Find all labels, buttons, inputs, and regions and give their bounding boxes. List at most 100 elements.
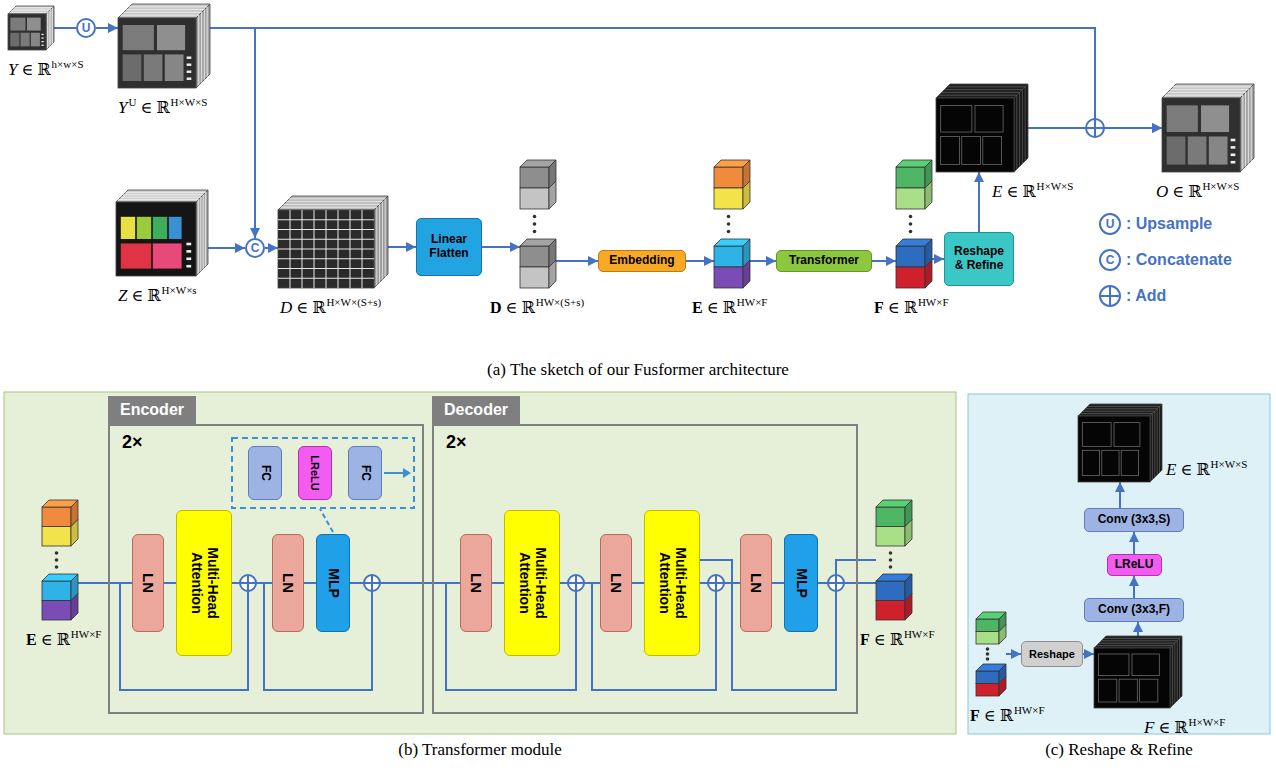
band-line [1159, 406, 1160, 472]
tensor-label: E∈ ℝH×W×S [992, 176, 1073, 202]
block-title: Decoder [432, 396, 520, 424]
block-title: 2× [446, 432, 467, 453]
box-label: LReLU [1112, 558, 1157, 572]
cube-side [196, 190, 208, 276]
image-patch [1121, 450, 1138, 475]
band-line [281, 207, 377, 208]
transformer-block: FCLReLUFCLNMulti-Head AttentionLNMLPEnco… [108, 424, 424, 714]
math-symbol: h×w×S [52, 58, 84, 70]
image-patch [121, 217, 135, 239]
math-symbol: ∈ ℝ [21, 61, 50, 78]
token-side [999, 625, 1006, 645]
image-patch [941, 105, 972, 132]
token-side [71, 594, 78, 621]
band-line [1179, 638, 1180, 698]
legend-text: : Concatenate [1126, 250, 1232, 270]
cube-top [1162, 84, 1254, 98]
token-front [42, 601, 71, 621]
reshape-box: Reshape [1021, 641, 1083, 667]
box-label: Transformer [786, 254, 862, 268]
token-side [999, 677, 1006, 697]
figure-caption: (c) Reshape & Refine [1045, 740, 1193, 760]
band-line [1173, 86, 1251, 87]
image-patch [31, 33, 40, 47]
add-symbol [568, 575, 584, 591]
cube-top [1078, 404, 1162, 416]
ellipsis-dot [55, 558, 59, 562]
math-symbol: ∈ ℝ [140, 99, 169, 116]
tensor-illustration [1094, 636, 1182, 708]
math-symbol: E [26, 631, 37, 648]
box-label: Multi-Head Attention [656, 518, 687, 648]
band-line [1157, 409, 1158, 475]
token-illustration [42, 500, 78, 620]
image-patch [21, 33, 30, 47]
box-label: LN [468, 573, 485, 593]
band-line [1019, 92, 1020, 166]
tensor-label: E∈ ℝHW×F [26, 624, 101, 650]
image-patch [1132, 654, 1159, 676]
connector [978, 172, 980, 232]
band-line [14, 7, 52, 8]
band-line [947, 86, 1025, 87]
attention-block: Multi-Head Attention [644, 510, 700, 656]
token-side [743, 181, 750, 209]
math-symbol: ∈ ℝ [874, 631, 903, 648]
connector [556, 260, 598, 262]
connector [492, 582, 504, 584]
ellipsis-dot [727, 230, 731, 234]
token-stack: D∈ ℝHW×(S+s) [520, 160, 556, 288]
ellipsis-dot [889, 551, 893, 555]
cube-side [1150, 404, 1162, 482]
token-illustration [896, 160, 932, 288]
tensor-label: YU∈ ℝH×W×S [118, 92, 207, 118]
token-front [714, 246, 743, 267]
math-symbol: HW×F [71, 628, 102, 640]
scale-tick [187, 57, 192, 59]
tensor-illustration [1078, 404, 1162, 482]
band-line [944, 89, 1022, 90]
transformer-block: LNMulti-Head AttentionLNMulti-Head Atten… [432, 424, 858, 714]
scale-tick [186, 265, 191, 268]
ellipsis-dot [889, 558, 893, 562]
connector [1137, 622, 1139, 636]
math-symbol: O [1156, 182, 1168, 201]
band-line [50, 9, 51, 45]
tensor-label: F∈ ℝHW×F [874, 292, 949, 318]
box-label: MLP [793, 568, 809, 598]
token-front [520, 267, 549, 288]
ellipsis-dot [986, 652, 990, 656]
image-patch [1167, 136, 1186, 164]
box-label: Linear Flatten [417, 233, 481, 261]
math-symbol: H×W×S [1037, 180, 1074, 192]
band-line [118, 199, 198, 200]
math-symbol: HW×F [1014, 704, 1045, 716]
math-symbol: HW×F [918, 296, 949, 308]
math-symbol: H×W×F [1189, 716, 1226, 728]
token-front [520, 246, 549, 267]
ellipsis-dot [55, 565, 59, 569]
token-illustration [976, 612, 1006, 696]
grid-line [350, 210, 351, 288]
token-front [520, 167, 549, 188]
cube-side [374, 196, 388, 288]
token-front [876, 581, 905, 601]
image-patch [123, 54, 142, 81]
band-line [1022, 90, 1023, 164]
image-patch [1082, 450, 1099, 475]
cube-side [1240, 84, 1254, 172]
tensor-cube: E∈ ℝH×W×S [1078, 404, 1162, 482]
cube-top [8, 6, 54, 14]
band-line [129, 6, 207, 7]
connector [932, 258, 944, 260]
token-side [549, 181, 556, 209]
fc-layer: FC [248, 446, 282, 500]
band-line [284, 204, 380, 205]
grid-line [278, 268, 374, 269]
tensor-cube: D∈ ℝH×W×(S+s) [278, 196, 388, 288]
token-front [714, 188, 743, 209]
math-symbol: ∈ ℝ [506, 299, 535, 316]
token-front [976, 632, 999, 645]
token-front [42, 527, 71, 547]
band-line [1025, 87, 1026, 161]
